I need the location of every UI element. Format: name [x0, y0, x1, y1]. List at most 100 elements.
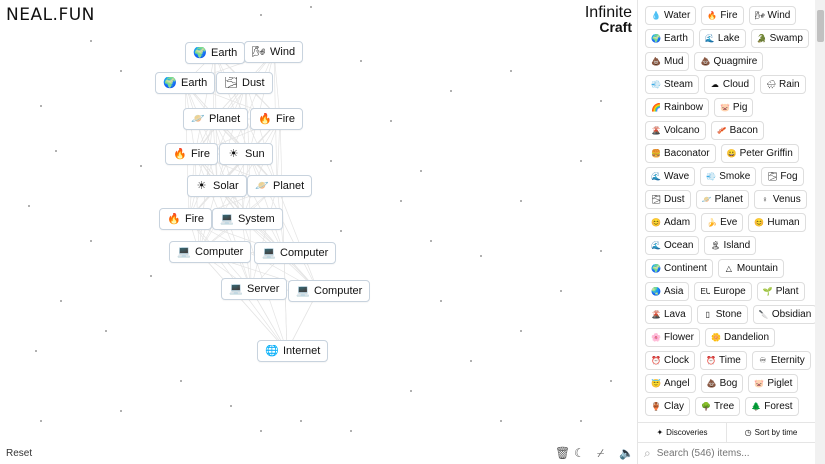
- sidebar-item-steam[interactable]: 💨Steam: [645, 75, 699, 94]
- sidebar-item-fog[interactable]: 🌫Fog: [761, 167, 804, 186]
- sidebar-item-lava[interactable]: 🌋Lava: [645, 305, 692, 324]
- sidebar-row: 🌸Flower🌼Dandelion: [645, 328, 815, 347]
- search-bar: ⌕: [637, 442, 815, 464]
- star-dot: [340, 230, 342, 232]
- baconator-icon: 🍔: [651, 148, 661, 158]
- star-dot: [420, 170, 422, 172]
- sidebar-item-smoke[interactable]: 💨Smoke: [700, 167, 757, 186]
- dandelion-icon: 🌼: [711, 332, 721, 342]
- canvas-item-computer[interactable]: 💻Computer: [254, 242, 337, 264]
- sound-icon[interactable]: 🔈: [619, 446, 634, 460]
- sidebar-item-wind[interactable]: 🌬Wind: [748, 6, 797, 25]
- star-dot: [40, 105, 42, 107]
- sidebar-item-wave[interactable]: 🌊Wave: [645, 167, 696, 186]
- canvas-item-dust[interactable]: 🌫Dust: [216, 72, 273, 94]
- canvas-item-wind[interactable]: 🌬Wind: [244, 41, 304, 63]
- discoveries-button[interactable]: ✦Discoveries: [638, 423, 727, 442]
- sidebar-item-baconator[interactable]: 🍔Baconator: [645, 144, 716, 163]
- sidebar-item-rainbow[interactable]: 🌈Rainbow: [645, 98, 709, 117]
- sparkle-icon: ✦: [656, 428, 664, 437]
- reset-button[interactable]: Reset: [6, 448, 33, 459]
- star-dot: [105, 330, 107, 332]
- sidebar-item-obsidian[interactable]: 🔪Obsidian: [752, 305, 818, 324]
- canvas-item-solar[interactable]: ☀Solar: [187, 175, 247, 197]
- sidebar-item-bog[interactable]: 💩Bog: [700, 374, 744, 393]
- star-dot: [350, 430, 352, 432]
- sidebar-item-peter-griffin[interactable]: 😀Peter Griffin: [720, 144, 799, 163]
- sidebar-item-forest[interactable]: 🌲Forest: [745, 397, 799, 416]
- sort-by-time-button[interactable]: ◷Sort by time: [727, 423, 815, 442]
- volcano-icon: 🌋: [651, 125, 661, 135]
- sidebar-item-swamp[interactable]: 🐊Swamp: [750, 29, 809, 48]
- sidebar-item-volcano[interactable]: 🌋Volcano: [645, 121, 706, 140]
- canvas-item-internet[interactable]: 🌐Internet: [257, 340, 329, 362]
- sidebar-item-clock[interactable]: ⏰Clock: [645, 351, 696, 370]
- computer-icon: 💻: [296, 284, 309, 297]
- star-dot: [450, 90, 452, 92]
- item-label: Rainbow: [664, 101, 703, 113]
- canvas-item-planet[interactable]: 🪐Planet: [183, 108, 249, 130]
- sidebar-item-clay[interactable]: 🏺Clay: [645, 397, 691, 416]
- canvas-item-server[interactable]: 💻Server: [221, 278, 288, 300]
- sidebar-item-eve[interactable]: 🍌Eve: [701, 213, 744, 232]
- star-dot: [310, 6, 312, 8]
- trash-icon[interactable]: 🗑: [555, 446, 571, 460]
- sidebar-item-bacon[interactable]: 🥓Bacon: [710, 121, 764, 140]
- sidebar-item-dust[interactable]: 🌫Dust: [645, 190, 691, 209]
- ocean-icon: 🌊: [651, 240, 661, 250]
- star-dot: [120, 70, 122, 72]
- sidebar-item-water[interactable]: 💧Water: [645, 6, 697, 25]
- sidebar-item-angel[interactable]: 😇Angel: [645, 374, 696, 393]
- scrollbar[interactable]: [815, 0, 825, 464]
- sidebar-item-human[interactable]: 😊Human: [748, 213, 806, 232]
- neal-fun-logo[interactable]: NEAL.FUN: [6, 5, 95, 25]
- mountain-icon: △: [725, 263, 732, 273]
- sidebar-item-plant[interactable]: 🌱Plant: [756, 282, 805, 301]
- sidebar-item-quagmire[interactable]: 💩Quagmire: [694, 52, 764, 71]
- sidebar-item-earth[interactable]: 🌍Earth: [645, 29, 694, 48]
- sidebar-item-rain[interactable]: 🌧Rain: [760, 75, 806, 94]
- sidebar-item-piglet[interactable]: 🐷Piglet: [748, 374, 799, 393]
- broom-icon[interactable]: ⌿: [597, 446, 605, 460]
- sidebar-item-adam[interactable]: 😊Adam: [645, 213, 697, 232]
- canvas-item-planet[interactable]: 🪐Planet: [247, 175, 313, 197]
- canvas-item-earth[interactable]: 🌍Earth: [185, 42, 246, 64]
- canvas-item-computer[interactable]: 💻Computer: [169, 241, 252, 263]
- canvas-item-system[interactable]: 💻System: [212, 208, 283, 230]
- canvas-item-computer[interactable]: 💻Computer: [288, 280, 371, 302]
- canvas-item-fire[interactable]: 🔥Fire: [159, 208, 212, 230]
- sidebar-item-planet[interactable]: 🪐Planet: [695, 190, 749, 209]
- star-dot: [610, 380, 612, 382]
- sidebar-item-eternity[interactable]: ♾Eternity: [751, 351, 811, 370]
- sidebar-item-island[interactable]: 🏝Island: [704, 236, 757, 255]
- scrollbar-thumb[interactable]: [817, 10, 824, 42]
- sidebar-item-continent[interactable]: 🌍Continent: [645, 259, 713, 278]
- item-label: Adam: [664, 216, 691, 228]
- search-input[interactable]: [656, 445, 797, 462]
- sidebar-item-fire[interactable]: 🔥Fire: [701, 6, 744, 25]
- pig-icon: 🐷: [719, 102, 730, 112]
- sidebar-item-asia[interactable]: 🌏Asia: [645, 282, 690, 301]
- star-dot: [28, 205, 30, 207]
- canvas-item-fire[interactable]: 🔥Fire: [165, 143, 218, 165]
- sidebar-item-stone[interactable]: ▯Stone: [696, 305, 748, 324]
- sidebar-item-lake[interactable]: 🌊Lake: [698, 29, 746, 48]
- sidebar-item-mud[interactable]: 💩Mud: [645, 52, 690, 71]
- sidebar-item-tree[interactable]: 🌳Tree: [695, 397, 741, 416]
- moon-icon[interactable]: ☾: [574, 446, 585, 460]
- sidebar-item-flower[interactable]: 🌸Flower: [645, 328, 701, 347]
- eve-icon: 🍌: [707, 217, 718, 227]
- sidebar-item-time[interactable]: ⏰Time: [700, 351, 747, 370]
- sidebar-item-mountain[interactable]: △Mountain: [717, 259, 784, 278]
- canvas-item-sun[interactable]: ☀Sun: [219, 143, 273, 165]
- sidebar-item-venus[interactable]: ♀Venus: [753, 190, 807, 209]
- canvas-item-fire[interactable]: 🔥Fire: [250, 108, 303, 130]
- item-label: Eve: [720, 216, 738, 228]
- sidebar-item-pig[interactable]: 🐷Pig: [713, 98, 754, 117]
- sidebar-item-cloud[interactable]: ☁Cloud: [703, 75, 756, 94]
- canvas-item-earth[interactable]: 🌍Earth: [155, 72, 216, 94]
- sidebar-item-ocean[interactable]: 🌊Ocean: [645, 236, 700, 255]
- sidebar-item-dandelion[interactable]: 🌼Dandelion: [705, 328, 776, 347]
